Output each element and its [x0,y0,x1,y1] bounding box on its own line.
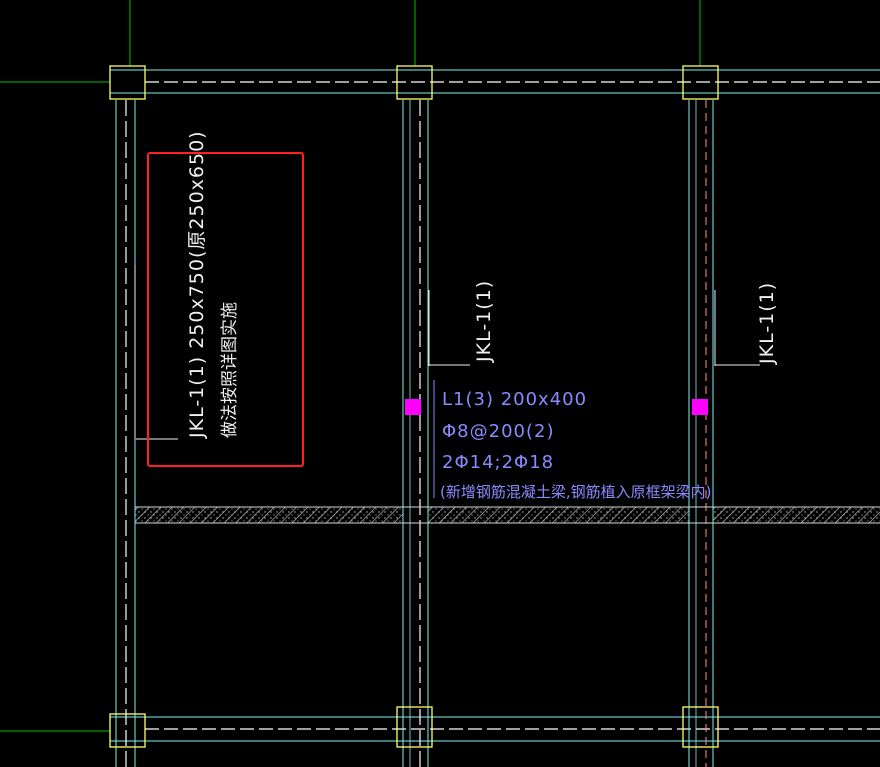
l1-note-label: (新增钢筋混凝土梁,钢筋植入原框架梁内) [440,483,711,501]
column-top-mid [396,65,433,100]
grip-middle[interactable] [405,399,421,415]
jkl-mid-label: JKL-1(1) [473,280,495,363]
l1-rebar-label: 2Φ14;2Φ18 [442,452,554,473]
grip-right[interactable] [692,399,708,415]
top-beam[interactable] [110,69,880,94]
highlight-box [147,152,304,467]
column-top-left [109,65,146,100]
column-top-right [682,65,719,100]
jkl-right-label: JKL-1(1) [756,282,778,365]
column-bottom-left [109,713,146,748]
column-bottom-mid [396,706,433,748]
jkl-left-note-label: 做法按照详图实施 [220,302,240,438]
right-vertical-beam[interactable] [688,100,714,767]
jkl-left-size-label: JKL-1(1) 250x750(原250x650) [186,130,208,439]
hatched-wall [135,506,880,524]
column-bottom-right [682,706,719,748]
middle-vertical-beam[interactable] [402,100,429,767]
bottom-beam[interactable] [110,716,880,742]
axis-grid [0,0,701,732]
l1-stirrup-label: Φ8@200(2) [442,421,554,442]
columns[interactable] [109,65,719,748]
leader-lines [134,265,760,440]
l1-name-label: L1(3) 200x400 [442,389,587,410]
